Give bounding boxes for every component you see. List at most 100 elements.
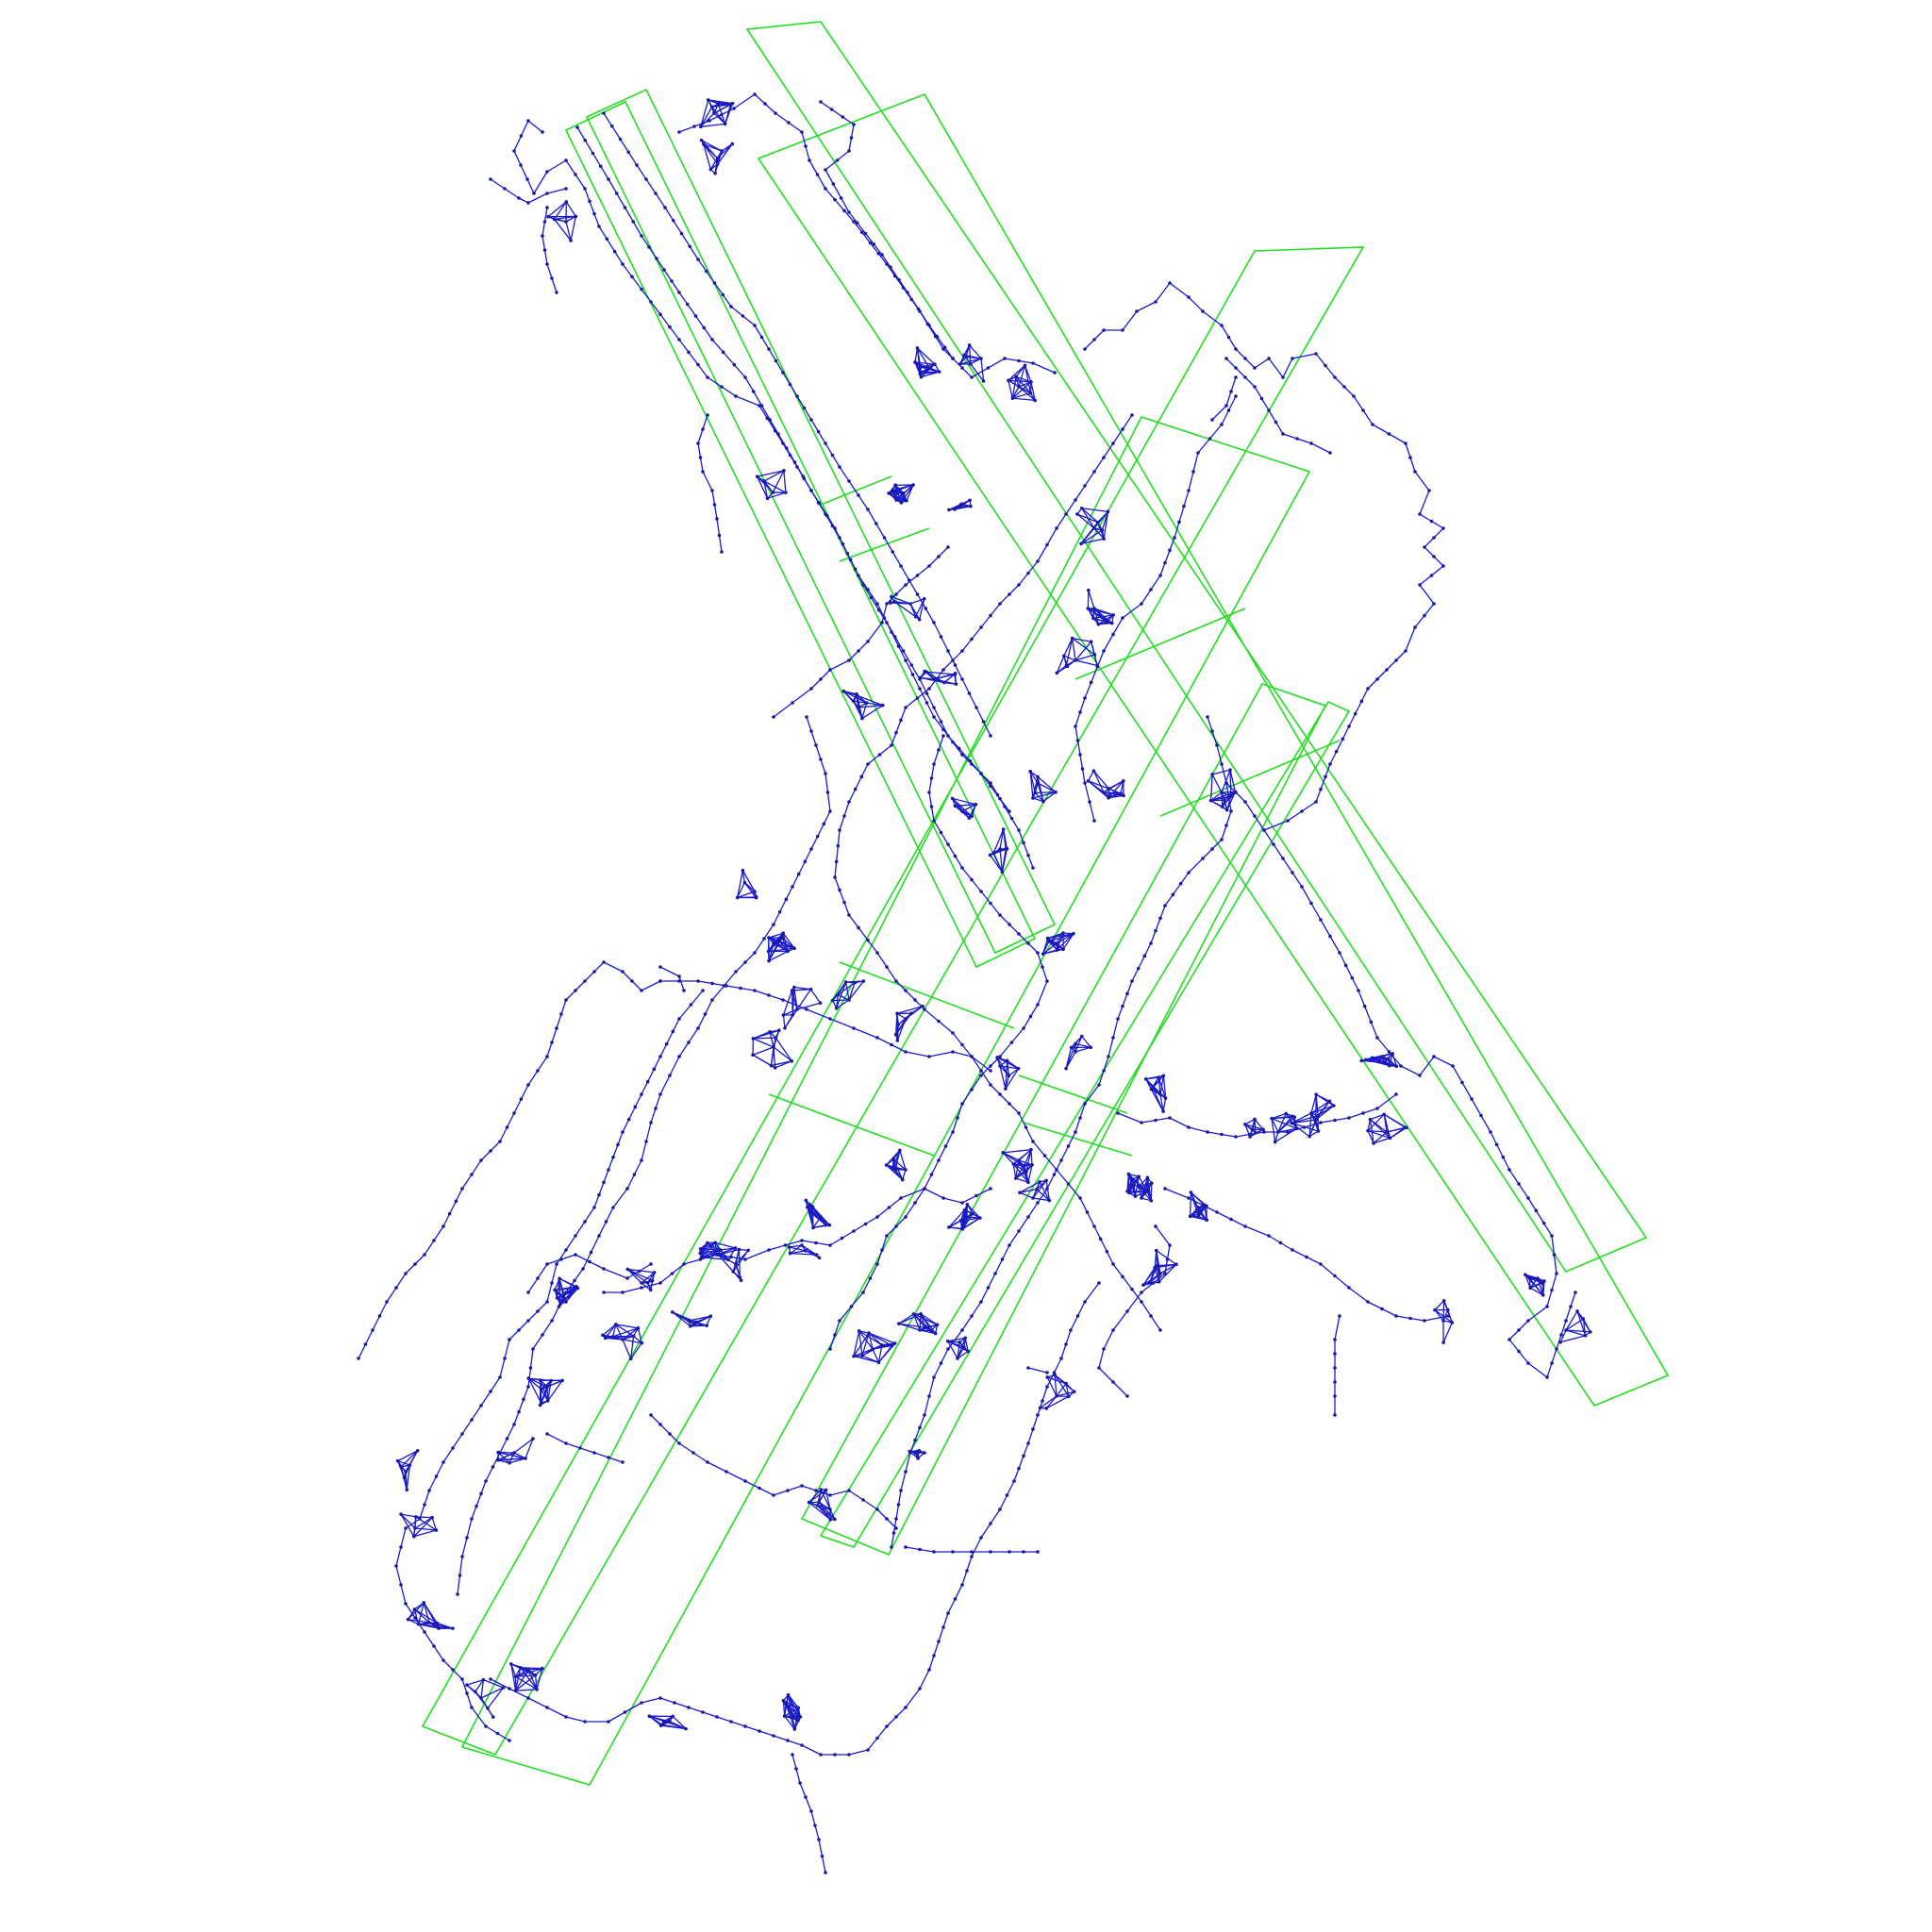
trajectory-edge [1158,1076,1161,1095]
trajectory-node [696,1026,700,1030]
trajectory-node [1119,791,1123,795]
trajectory-edge [1381,1053,1393,1058]
trajectory-edge [1145,1076,1159,1080]
trajectory-edge [641,980,661,991]
trajectory-edge [605,1337,624,1341]
trajectory-edge [1315,1093,1319,1117]
trajectory-node [542,220,547,224]
trajectory-node [951,658,955,662]
trajectory-node [882,536,887,540]
trajectory-edge [958,358,982,365]
trajectory-edge [773,937,783,944]
trajectory-node [1064,512,1068,516]
trajectory-node [1154,928,1158,933]
trajectory-node [998,1055,1002,1058]
trajectory-edge [769,1031,774,1048]
trajectory-node [951,357,955,360]
trajectory-edge [773,886,793,925]
trajectory-edge [1117,1112,1142,1124]
trajectory-node [489,177,492,181]
trajectory-node [1055,526,1058,530]
trajectory-edge [1042,791,1057,803]
trajectory-edge [741,870,746,884]
trajectory-node [1008,1550,1011,1554]
trajectory-node [849,1305,854,1308]
trajectory-edge [1065,1042,1076,1070]
trajectory-edge [791,848,812,888]
trajectory-edge [818,1489,827,1503]
trajectory-node [1366,687,1370,691]
trajectory-node [759,404,764,408]
trajectory-node [927,1055,931,1058]
trajectory-edge [669,1721,687,1730]
trajectory-edge [471,1480,487,1520]
trajectory-node [989,1064,992,1068]
trajectory-node [589,1250,593,1255]
trajectory-node [1062,654,1066,658]
trajectory-edge [1093,608,1114,616]
trajectory-node [755,475,759,478]
trajectory-node [394,1286,398,1290]
trajectory-node [545,206,549,209]
trajectory-node [732,107,736,110]
trajectory-node [998,602,1002,606]
trajectory-node [953,804,958,808]
trajectory-node [1333,1413,1337,1417]
trajectory-node [715,157,720,160]
trajectory-node [1399,1064,1403,1068]
trajectory-node [1229,794,1233,798]
trajectory-node [1125,1394,1129,1398]
trajectory-node [363,1342,368,1346]
trajectory-node [852,1026,856,1030]
trajectory-edge [1209,791,1223,802]
trajectory-node [758,404,761,408]
trajectory-node [1067,1394,1071,1399]
trajectory-edge [965,344,971,358]
trajectory-node [795,394,799,398]
trajectory-edge [1131,1178,1137,1197]
trajectory-node [1286,1130,1290,1134]
trajectory-edge [1018,386,1032,394]
trajectory-edge [1447,1308,1453,1324]
trajectory-edge [1015,375,1020,388]
trajectory-node [845,551,850,556]
trajectory-node [1253,1117,1257,1122]
trajectory-edge [1271,1112,1287,1120]
trajectory-node [1291,1114,1294,1119]
trajectory-node [1017,1466,1021,1471]
trajectory-node [758,1729,761,1733]
trajectory-node [673,1701,676,1705]
trajectory-edge [971,804,977,818]
trajectory-edge [1527,1197,1553,1237]
trajectory-edge [808,1489,827,1504]
trajectory-node [614,1323,618,1326]
trajectory-node [960,677,964,681]
trajectory-node [1243,800,1247,804]
trajectory-edge [1221,795,1232,808]
trajectory-node [1036,1201,1040,1205]
trajectory-node [662,268,666,272]
trajectory-node [880,621,884,625]
trajectory-node [1036,1550,1040,1554]
trajectory-node [1031,361,1035,365]
trajectory-node [742,880,747,885]
trajectory-node [1036,1003,1040,1007]
trajectory-edge [699,1241,708,1255]
trajectory-node [1009,816,1014,821]
trajectory-node [717,533,722,538]
trajectory-node [1226,408,1231,412]
trajectory-node [875,602,879,606]
trajectory-node [625,1267,630,1272]
trajectory-node [1182,504,1186,508]
trajectory-edge [857,694,884,707]
trajectory-edge [1156,1249,1177,1265]
trajectory-node [1004,1087,1008,1091]
trajectory-node [894,979,898,983]
trajectory-node [715,1253,719,1257]
trajectory-node [835,158,840,162]
trajectory-node [1149,588,1153,591]
trajectory-node [852,1229,856,1233]
trajectory-node [1243,1123,1247,1126]
trajectory-edge [970,363,985,382]
trajectory-node [710,489,714,492]
